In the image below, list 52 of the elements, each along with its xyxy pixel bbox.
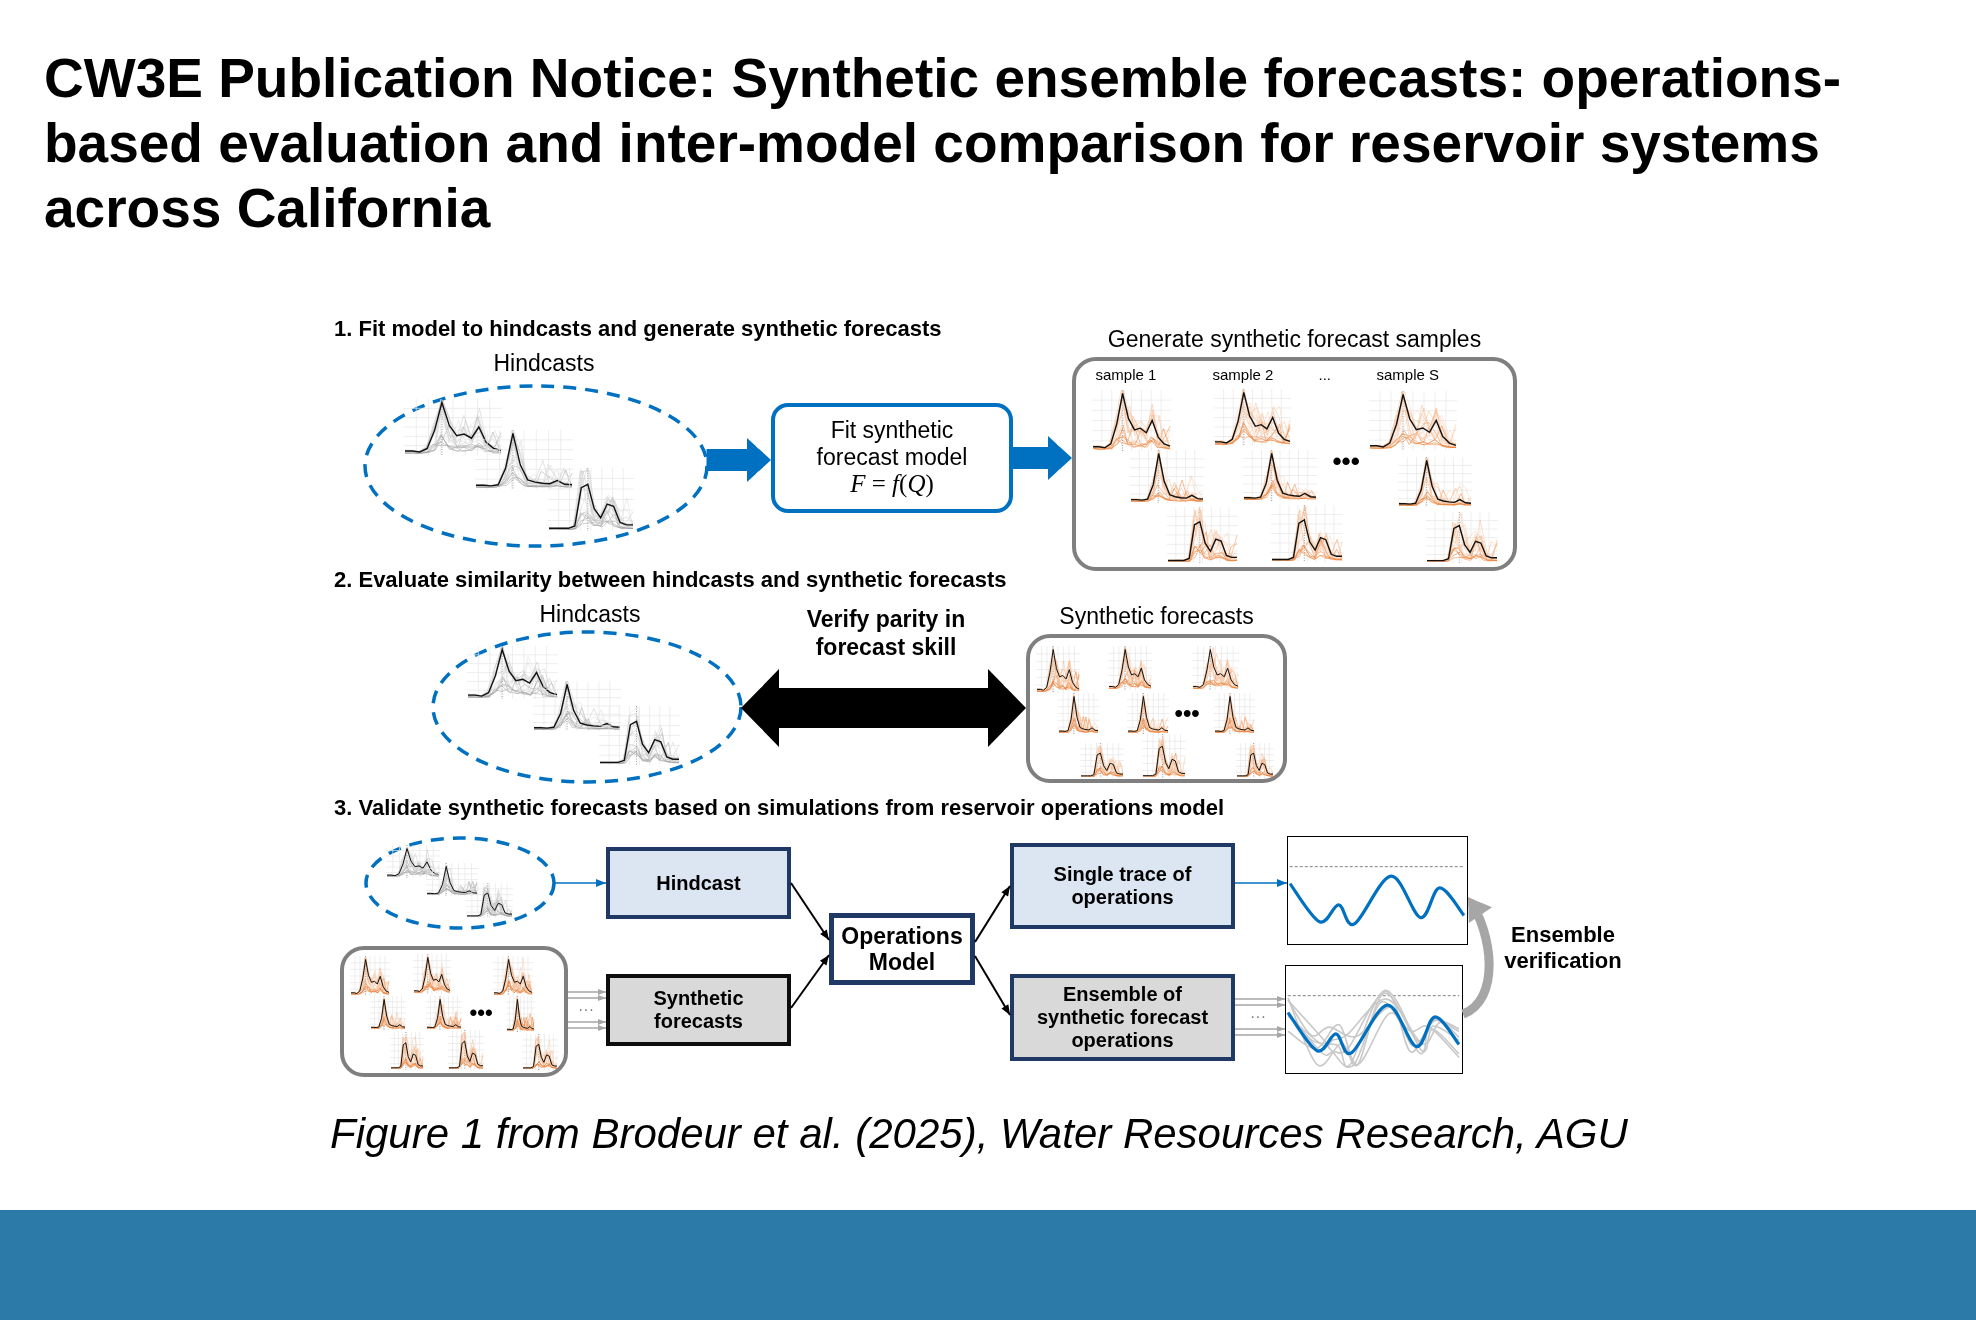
ellipsis-text: ••• [1332, 446, 1360, 477]
arrow [1234, 879, 1288, 887]
box-label: Operations Model [840, 922, 964, 976]
arrow [1234, 1002, 1286, 1008]
group-heading: Generate synthetic forecast samples [1107, 326, 1482, 353]
arrow [553, 879, 607, 887]
section-heading: 2. Evaluate similarity between hindcasts and synthetic forecasts [334, 569, 1007, 591]
rounded-box [771, 403, 1013, 513]
arrow [790, 882, 830, 941]
arrow [1234, 996, 1286, 1002]
group-heading: Synthetic forecasts [1059, 603, 1254, 630]
arrow [567, 1019, 607, 1025]
curved-arrow [1460, 894, 1494, 1018]
sample-label: sample S [1376, 365, 1440, 383]
dashed-ellipse [364, 836, 556, 930]
block-arrow [1013, 436, 1072, 480]
process-box [606, 974, 791, 1046]
sample-label: sample 1 [1095, 365, 1157, 383]
double-arrow [741, 669, 1026, 747]
process-box [606, 847, 791, 919]
arrow [1234, 1026, 1286, 1032]
process-box [1010, 843, 1235, 929]
section-heading: 3. Validate synthetic forecasts based on simulations from reservoir operations model [334, 797, 1225, 819]
arrow [567, 995, 607, 1001]
arrow [790, 954, 830, 1009]
group-heading: Hindcasts [539, 601, 641, 628]
section-heading: 1. Fit model to hindcasts and generate synthetic forecasts [334, 318, 942, 340]
box-label: Fit synthetic forecast model [815, 417, 969, 471]
slide-title: CW3E Publication Notice: Synthetic ensemble forecasts: operations-based evaluation and inter-model comparison for reservoir systems across California [44, 46, 1843, 241]
rounded-box [340, 946, 568, 1077]
group-heading: Hindcasts [493, 350, 595, 377]
figure-caption: Figure 1 from Brodeur et al. (2025), Water Resources Research, AGU [330, 1109, 1628, 1159]
process-box [1010, 974, 1235, 1061]
sample-label: sample 2 [1212, 365, 1274, 383]
ellipsis-text: ••• [1174, 698, 1200, 727]
ellipsis-text: ··· [578, 1002, 594, 1018]
box-label: Ensemble of synthetic forecast operations [1035, 983, 1210, 1052]
ellipsis-text: ··· [1250, 1009, 1266, 1025]
arrow [1234, 1032, 1286, 1038]
arrow [974, 955, 1011, 1016]
process-box [829, 913, 975, 985]
box-label: Single trace of operations [1052, 863, 1193, 909]
ellipsis-text: ••• [469, 999, 493, 1025]
box-label: Synthetic forecasts [652, 987, 745, 1033]
box-label: F = f(Q) [850, 470, 934, 499]
arrow [567, 989, 607, 995]
arrow [974, 885, 1011, 943]
ellipsis-text: ... [1318, 365, 1331, 383]
arrow [567, 1025, 607, 1031]
box-label: Hindcast [656, 871, 741, 895]
block-arrow [706, 438, 771, 482]
line-plot [1287, 836, 1468, 945]
